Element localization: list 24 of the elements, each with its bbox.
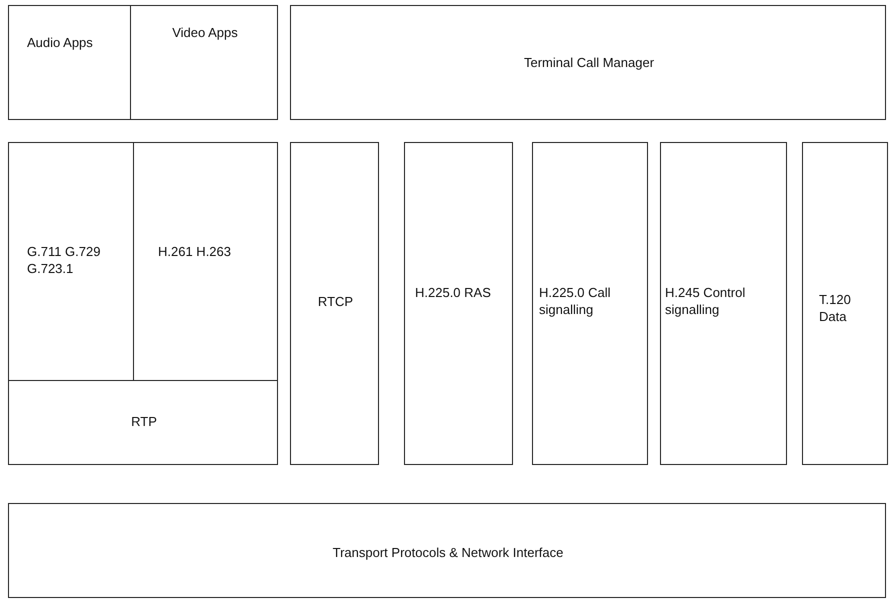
layer-label: Video Apps [171,24,239,41]
layer-label: H.261 H.263 [158,243,232,260]
protocol-box [133,142,278,381]
transport-layer-box [8,503,886,598]
layer-label: Terminal Call Manager [522,54,656,71]
layer-label: RTP [130,413,158,430]
protocol-box [130,5,278,120]
protocol-box [8,380,278,465]
protocol-box [8,5,131,120]
layer-label: H.245 Control signalling [665,284,746,318]
protocol-box [404,142,513,465]
protocol-box [660,142,787,465]
protocol-box [802,142,888,465]
layer-label: Audio Apps [27,34,94,51]
layer-label: H.225.0 RAS [415,284,492,301]
layer-label: G.711 G.729 G.723.1 [27,243,102,277]
layer-label: H.225.0 Call signalling [539,284,612,318]
manager-box [290,5,886,120]
protocol-box [532,142,648,465]
layer-label: T.120 Data [819,291,852,325]
layer-label: RTCP [316,293,354,310]
layer-label: Transport Protocols & Network Interface [332,544,564,561]
protocol-box [8,142,134,381]
protocol-box [290,142,379,465]
